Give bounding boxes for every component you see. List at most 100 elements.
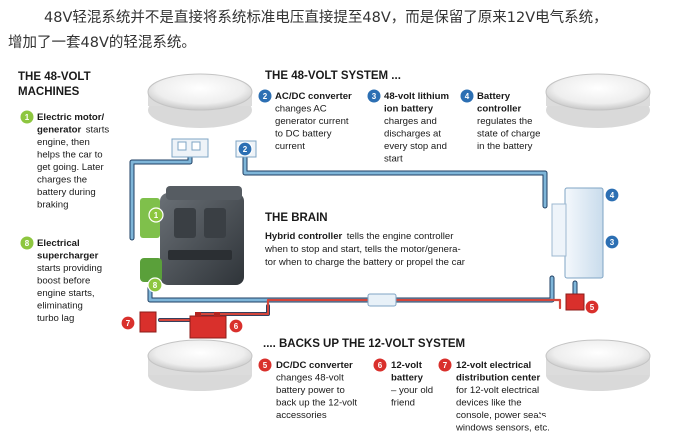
svg-text:battery: battery <box>391 373 424 384</box>
wheel-rear-right <box>545 339 651 391</box>
svg-text:齿轮传动: 齿轮传动 <box>562 402 610 417</box>
callout-supercharger: 8 Electrical supercharger starts providi… <box>20 236 102 324</box>
svg-text:start: start <box>384 154 403 165</box>
callout-lithium-battery: 3 48-volt lithium ion battery charges an… <box>367 89 449 165</box>
diagram-badge-5: 5 <box>584 299 600 315</box>
callout-acdc-converter: 2 AC/DC converter changes AC generator c… <box>258 89 352 152</box>
svg-text:3: 3 <box>610 238 615 247</box>
cable-connector <box>367 293 397 307</box>
svg-text:Hybrid controller tells the en: Hybrid controller tells the engine contr… <box>265 226 454 243</box>
svg-text:6: 6 <box>234 322 239 331</box>
svg-text:7: 7 <box>126 319 131 328</box>
svg-text:3: 3 <box>372 92 377 101</box>
svg-text:8: 8 <box>153 281 158 290</box>
svg-text:48-volt lithium: 48-volt lithium <box>384 91 449 102</box>
svg-text:GEAR: GEAR <box>540 391 571 403</box>
callout-12v-battery: 6 12-volt battery – your old friend <box>373 358 433 409</box>
svg-text:tor when to charge the battery: tor when to charge the battery or propel… <box>265 257 466 268</box>
svg-text:helps the car to: helps the car to <box>37 150 103 161</box>
callout-motor-generator: 1 Electric motor/ generator starts engin… <box>20 110 109 211</box>
svg-text:2: 2 <box>243 145 248 154</box>
svg-text:charges the: charges the <box>37 175 87 186</box>
svg-text:eliminating: eliminating <box>37 301 83 312</box>
svg-text:every stop and: every stop and <box>384 141 447 152</box>
diagram-badge-6: 6 <box>228 318 244 334</box>
svg-text:4: 4 <box>610 191 615 200</box>
svg-text:generator starts: generator starts <box>37 120 109 137</box>
heading-brain: THE BRAIN <box>265 212 328 224</box>
svg-text:battery power to: battery power to <box>276 385 345 396</box>
svg-text:DC/DC converter: DC/DC converter <box>276 360 353 371</box>
svg-text:to DC battery: to DC battery <box>275 129 332 140</box>
svg-text:friend: friend <box>391 398 415 409</box>
svg-text:Electrical: Electrical <box>37 238 80 249</box>
heading-machines-line-1: THE 48-VOLT <box>18 71 91 83</box>
intro-text: 48V轻混系统并不是直接将系统标准电压直接提至48V，而是保留了原来12V电气系… <box>8 6 684 56</box>
heading-backs-up: .... BACKS UP THE 12-VOLT SYSTEM <box>263 338 465 350</box>
wheel-rear-left <box>147 339 253 391</box>
callout-distribution-center: 7 12-volt electrical distribution center… <box>438 358 550 434</box>
svg-text:– your old: – your old <box>391 385 433 396</box>
svg-text:engine starts,: engine starts, <box>37 288 95 299</box>
wheel-front-right <box>545 73 651 128</box>
svg-text:1: 1 <box>154 211 159 220</box>
twelve-volt-battery-component <box>189 312 227 339</box>
svg-text:Electric motor/: Electric motor/ <box>37 112 105 123</box>
svg-text:devices like the: devices like the <box>456 398 522 409</box>
diagram-badge-1: 1 <box>148 207 164 223</box>
svg-text:battery during: battery during <box>37 187 96 198</box>
svg-text:changes AC: changes AC <box>275 104 327 115</box>
svg-text:distribution center: distribution center <box>456 373 540 384</box>
dcdc-converter-component <box>565 293 585 311</box>
lithium-ion-battery <box>551 187 604 279</box>
svg-text:generator current: generator current <box>275 116 349 127</box>
svg-text:get going. Later: get going. Later <box>37 162 104 173</box>
svg-text:accessories: accessories <box>276 410 327 421</box>
svg-text:4: 4 <box>465 92 470 101</box>
engine-block <box>140 186 244 285</box>
svg-text:7: 7 <box>443 361 448 370</box>
diagram-badge-3: 3 <box>604 234 620 250</box>
diagram-badge-4: 4 <box>604 187 620 203</box>
svg-text:2: 2 <box>263 92 268 101</box>
svg-text:supercharger: supercharger <box>37 251 99 262</box>
svg-text:state of charge: state of charge <box>477 129 540 140</box>
svg-text:for 12-volt electrical: for 12-volt electrical <box>456 385 539 396</box>
diagram-badge-7: 7 <box>120 315 136 331</box>
svg-text:Battery: Battery <box>477 91 511 102</box>
intro-line-1: 48V轻混系统并不是直接将系统标准电压直接提至48V，而是保留了原来12V电气系… <box>44 10 608 26</box>
diagram-badge-8: 8 <box>147 277 163 293</box>
svg-text:starts providing: starts providing <box>37 263 102 274</box>
svg-text:changes 48-volt: changes 48-volt <box>276 373 344 384</box>
distribution-center-component <box>139 311 157 333</box>
heading-machines-line-2: MACHINES <box>18 86 80 98</box>
heading-48v-system: THE 48-VOLT SYSTEM ... <box>265 70 401 82</box>
svg-text:12-volt electrical: 12-volt electrical <box>456 360 531 371</box>
svg-text:12-volt: 12-volt <box>391 360 423 371</box>
watermark: 齿轮传动 GEAR <box>536 391 610 419</box>
diagram-badge-2: 2 <box>237 141 253 157</box>
svg-text:regulates the: regulates the <box>477 116 532 127</box>
callout-dcdc-converter: 5 DC/DC converter changes 48-volt batter… <box>258 358 357 421</box>
svg-text:current: current <box>275 141 305 152</box>
svg-text:controller: controller <box>477 104 522 115</box>
svg-text:back up the 12-volt: back up the 12-volt <box>276 398 357 409</box>
svg-text:engine, then: engine, then <box>37 137 90 148</box>
svg-text:when to stop and start, tells: when to stop and start, tells the motor/… <box>264 244 461 255</box>
svg-text:windows sensors, etc.: windows sensors, etc. <box>455 423 550 434</box>
svg-text:console, power seats: console, power seats <box>456 410 546 421</box>
wheel-front-left <box>147 73 253 128</box>
svg-text:boost before: boost before <box>37 276 90 287</box>
svg-text:AC/DC converter: AC/DC converter <box>275 91 352 102</box>
svg-text:1: 1 <box>25 113 30 122</box>
svg-text:5: 5 <box>590 303 595 312</box>
svg-text:5: 5 <box>263 361 268 370</box>
svg-text:turbo lag: turbo lag <box>37 313 74 324</box>
callout-hybrid-controller: Hybrid controller tells the engine contr… <box>264 226 466 268</box>
svg-text:in the battery: in the battery <box>477 141 533 152</box>
svg-text:charges and: charges and <box>384 116 437 127</box>
svg-text:6: 6 <box>378 361 383 370</box>
svg-text:discharges at: discharges at <box>384 129 441 140</box>
mild-hybrid-diagram: 1 8 2 4 3 5 7 6 THE 48-VOLT MACHINES THE… <box>18 70 651 434</box>
callout-battery-controller: 4 Battery controller regulates the state… <box>460 89 540 152</box>
